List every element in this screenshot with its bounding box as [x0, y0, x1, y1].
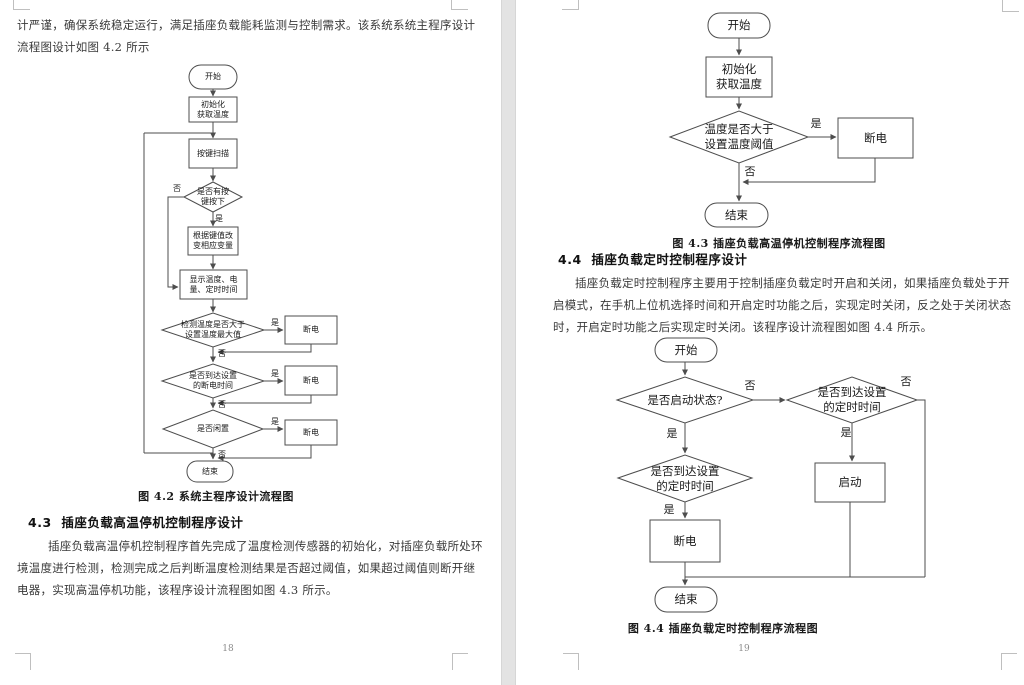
init-process	[705, 56, 773, 98]
branch-yes-label: 是	[840, 425, 852, 439]
node-end-label: 结束	[725, 207, 748, 222]
flowchart-fig-4-2: 开始 初始化 获取温度 按键扫描 是否有按 键按下 根据键值改 变相应变量 显示…	[130, 58, 360, 488]
end-terminal	[186, 460, 234, 483]
crop-mark	[562, 0, 579, 10]
temp-decision	[160, 312, 266, 348]
branch-no-label: 否	[744, 164, 756, 178]
flowchart-fig-4-4: 开始 是否启动状态? 是否到达设置 的定时时间 启动 是否到达设置 的定时时间 …	[600, 330, 940, 618]
connectors	[682, 362, 926, 586]
end-terminal	[704, 202, 769, 228]
cutoff-process-1	[284, 315, 338, 345]
launch-process	[814, 462, 886, 503]
cutoff-process-3	[284, 419, 338, 446]
node-cutoff-label: 断电	[303, 427, 319, 437]
branch-no-label: 否	[218, 449, 226, 459]
timer-decision-right	[785, 376, 919, 424]
connectors	[143, 89, 312, 461]
start-terminal	[188, 64, 238, 90]
branch-yes-label: 是	[271, 368, 279, 378]
decision-timer-right-label: 是否到达设置 的定时时间	[817, 385, 887, 414]
decision-timer-left-label: 是否到达设置 的定时时间	[650, 464, 720, 493]
crop-mark	[13, 0, 30, 10]
node-cutoff-label: 断电	[303, 375, 319, 385]
node-display-label: 显示温度、电 量、定时时间	[189, 274, 238, 294]
branch-yes-label: 是	[215, 213, 223, 223]
branch-yes-label: 是	[666, 426, 678, 440]
init-process	[188, 96, 238, 123]
timer-decision-left	[616, 454, 754, 503]
timer-decision	[160, 363, 266, 399]
paragraph-line: 启模式，在手机上位机选择时间和开启定时功能之后，实现定时关闭，反之处于关闭状态	[553, 298, 1012, 312]
connectors	[736, 38, 876, 202]
branch-yes-label: 是	[663, 502, 675, 516]
paragraph-line: 计严谨，确保系统稳定运行，满足插座负载能耗监测与控制需求。该系统系统主程序设计	[17, 18, 476, 32]
paragraph-line: 电器，实现高温停机功能，该程序设计流程图如图 4.3 所示。	[17, 583, 338, 597]
crop-mark	[15, 653, 31, 670]
paragraph-line: 时，开启定时功能之后实现定时关闭。该程序设计流程图如图 4.4 所示。	[553, 320, 933, 334]
keyscan-process	[188, 138, 238, 169]
node-cutoff-label: 断电	[864, 130, 887, 145]
crop-mark	[451, 0, 468, 10]
figure-caption-4-4: 图 4.4 插座负载定时控制程序流程图	[627, 622, 819, 635]
crop-mark	[452, 653, 468, 670]
node-start-label: 开始	[674, 342, 698, 357]
branch-yes-label: 是	[271, 416, 279, 426]
flowchart-graphics	[615, 337, 926, 613]
flowchart-graphics	[668, 12, 914, 228]
branch-no-label: 否	[218, 399, 226, 409]
decision-temp-label: 温度是否大于 设置温度阈值	[704, 122, 774, 151]
node-launch-label: 启动	[838, 475, 862, 489]
start-terminal	[707, 12, 771, 39]
crop-mark	[1001, 653, 1017, 670]
flowchart-fig-4-3: 开始 初始化 获取温度 温度是否大于 设置温度阈值 断电 结束 是 否	[640, 8, 930, 232]
state-decision	[615, 376, 755, 424]
node-start-label: 开始	[727, 18, 751, 32]
branch-no-label: 否	[744, 378, 756, 392]
temp-decision	[668, 110, 810, 164]
paragraph-line: 境温度进行检测，检测完成之后判断温度检测结果是否超过阈值，如果超过阈值则断开继	[17, 561, 476, 575]
decision-idle-label: 是否闲置	[197, 424, 229, 433]
start-terminal	[654, 337, 718, 363]
paragraph-line: 流程图设计如图 4.2 所示	[17, 40, 150, 54]
idle-decision	[161, 409, 265, 449]
section-heading-4-4: 4.4 插座负载定时控制程序设计	[558, 252, 748, 267]
decision-key-label: 是否有按 键按下	[197, 187, 229, 206]
crop-mark	[563, 653, 579, 670]
decision-state-label: 是否启动状态?	[647, 392, 723, 407]
branch-no-label: 否	[218, 348, 226, 358]
branch-no-label: 否	[900, 374, 912, 388]
figure-caption-4-3: 图 4.3 插座负载高温停机控制程序流程图	[672, 237, 886, 250]
paragraph-line: 插座负载定时控制程序主要用于控制插座负载定时开启和关闭，如果插座负载处于开	[575, 276, 1010, 290]
section-heading-4-3: 4.3 插座负载高温停机控制程序设计	[28, 515, 244, 530]
node-init-label: 初始化 获取温度	[197, 99, 229, 119]
page-gap	[501, 0, 516, 685]
node-cutoff-label: 断电	[673, 533, 697, 548]
key-decision	[182, 181, 244, 213]
cutoff-process	[837, 117, 914, 159]
node-init-label: 初始化 获取温度	[716, 62, 762, 91]
node-end-label: 结束	[674, 592, 698, 606]
display-process	[179, 269, 248, 300]
branch-yes-label: 是	[810, 116, 822, 130]
branch-no-label: 否	[173, 183, 181, 193]
figure-caption-4-2: 图 4.2 系统主程序设计流程图	[138, 490, 294, 503]
decision-temp-label: 检测温度是否大于 设置温度最大值	[181, 320, 245, 339]
cutoff-process-2	[284, 365, 338, 396]
decision-cutofftime-label: 是否到达设置 的断电时间	[189, 371, 237, 390]
page-number: 18	[222, 644, 234, 654]
paragraph-line: 插座负载高温停机控制程序首先完成了温度检测传感器的初始化，对插座负载所处环	[48, 539, 483, 553]
node-end-label: 结束	[202, 466, 218, 476]
cutoff-process	[649, 519, 721, 563]
node-update-label: 根据键值改 变相应变量	[193, 231, 233, 250]
node-cutoff-label: 断电	[303, 325, 319, 334]
end-terminal	[654, 586, 718, 613]
node-start-label: 开始	[205, 72, 221, 81]
flowchart-graphics	[143, 64, 338, 483]
node-keyscan-label: 按键扫描	[197, 148, 229, 158]
crop-mark	[1002, 0, 1019, 12]
update-process	[187, 226, 239, 256]
page-number: 19	[738, 644, 750, 654]
branch-yes-label: 是	[271, 317, 279, 327]
